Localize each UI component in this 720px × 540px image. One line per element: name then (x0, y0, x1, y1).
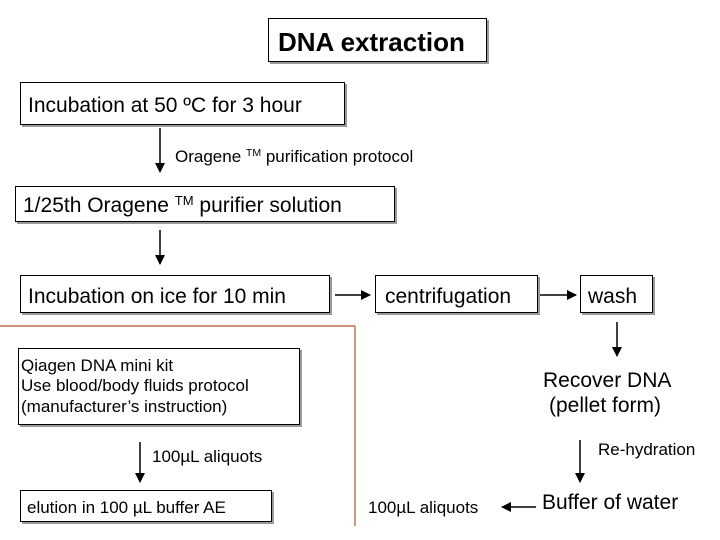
recover-dna-line-1: Recover DNA (543, 369, 672, 392)
incubation-ice-box: Incubation on ice for 10 min (20, 275, 330, 313)
recover-dna-text: Recover DNA (pellet form) (543, 368, 671, 418)
aliquots-right-label: 100µL aliquots (368, 498, 479, 517)
title-box: DNA extraction (268, 18, 487, 62)
incubation-50-box: Incubation at 50 ºC for 3 hour (20, 82, 345, 125)
elution-box: elution in 100 µL buffer AE (20, 490, 272, 522)
trademark-mark: TM (245, 147, 262, 160)
aliquots-left-label: 100µL aliquots (152, 447, 263, 466)
qiagen-line-2: Use blood/body fluids protocol (21, 376, 249, 396)
centrifugation-box: centrifugation (375, 275, 538, 313)
recover-dna-line-2: (pellet form) (549, 394, 662, 418)
purifier-solution-box: 1/25th Oragene TM purifier solution (15, 186, 395, 222)
rehydration-label: Re-hydration (598, 440, 696, 459)
incubation-50-text: Incubation at 50 ºC for 3 hour (28, 94, 302, 117)
qiagen-line-3: (manufacturer’s instruction) (21, 396, 228, 416)
buffer-water-label: Buffer of water (542, 491, 679, 514)
incubation-ice-text: Incubation on ice for 10 min (28, 285, 286, 308)
title-text: DNA extraction (278, 27, 465, 57)
wash-box: wash (580, 275, 653, 313)
qiagen-box: Qiagen DNA mini kit Use blood/body fluid… (18, 348, 300, 425)
trademark-mark: TM (174, 192, 194, 208)
wash-text: wash (588, 285, 638, 308)
oragene-protocol-label: Oragene TM purification protocol (175, 147, 414, 166)
qiagen-line-1: Qiagen DNA mini kit (21, 356, 174, 375)
elution-text: elution in 100 µL buffer AE (27, 498, 226, 517)
centrifugation-text: centrifugation (385, 285, 512, 308)
